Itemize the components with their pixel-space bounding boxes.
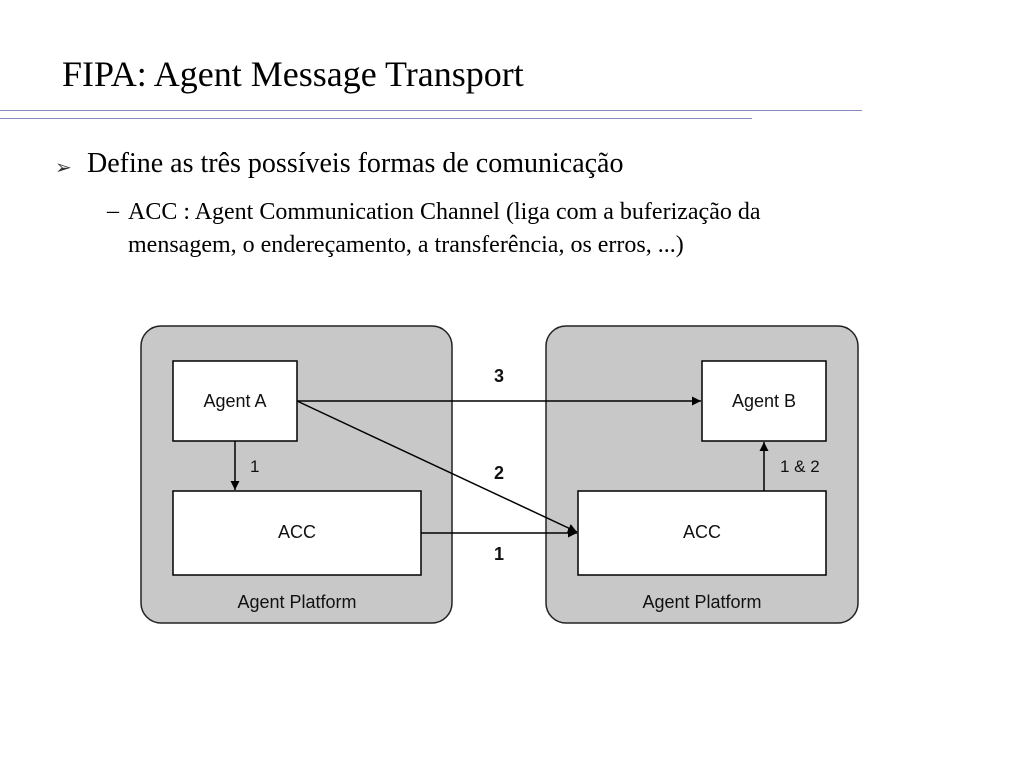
agent-b-label: Agent B xyxy=(732,391,796,411)
acc-to-agent-b-label: 1 & 2 xyxy=(780,457,820,476)
left-acc-box xyxy=(172,490,422,576)
route-2-label: 2 xyxy=(494,463,504,483)
agent-a-box xyxy=(172,360,298,442)
left-acc-label: ACC xyxy=(278,522,316,542)
left-platform: Agent A ACC Agent Platform xyxy=(140,325,453,624)
bullet-arrow-icon: ➢ xyxy=(55,155,72,179)
agent-a-label: Agent A xyxy=(203,391,266,411)
right-acc-label: ACC xyxy=(683,522,721,542)
right-acc-box xyxy=(577,490,827,576)
route-3-label: 3 xyxy=(494,366,504,386)
sub-bullet-line-2: mensagem, o endereçamento, a transferênc… xyxy=(128,232,684,258)
sub-bullet-dash: – xyxy=(107,198,119,224)
arrow-route-2 xyxy=(296,400,578,533)
left-platform-label: Agent Platform xyxy=(237,592,356,612)
agent-a-to-acc-label: 1 xyxy=(250,457,259,476)
route-1-label: 1 xyxy=(494,544,504,564)
title-underline-long xyxy=(0,110,862,111)
bullet-text: Define as três possíveis formas de comun… xyxy=(87,148,624,179)
sub-bullet-text: ACC : Agent Communication Channel (liga … xyxy=(128,196,908,262)
sub-bullet-line-1: ACC : Agent Communication Channel (liga … xyxy=(128,199,761,225)
slide-title: FIPA: Agent Message Transport xyxy=(62,54,524,94)
agent-b-box xyxy=(701,360,827,442)
right-platform-label: Agent Platform xyxy=(642,592,761,612)
title-underline-short xyxy=(0,118,752,119)
